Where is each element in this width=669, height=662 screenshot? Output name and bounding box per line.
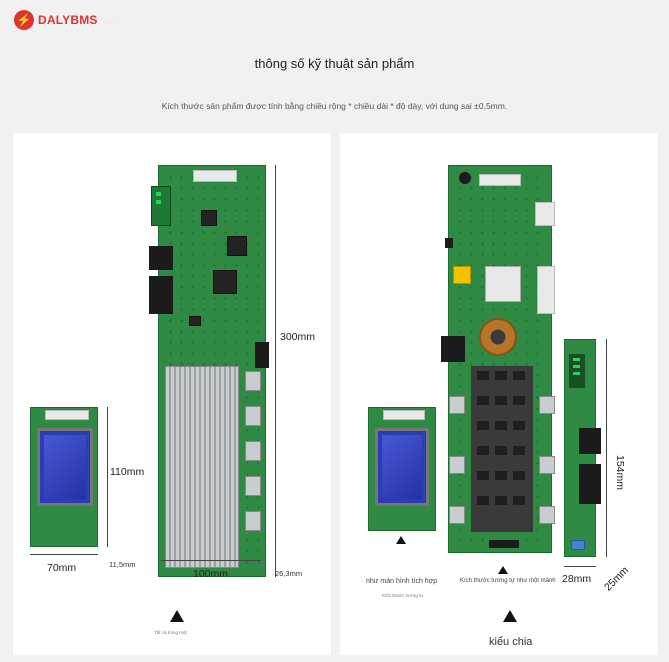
split-bms-board-image (441, 165, 555, 553)
lcd-caption: như màn hình tích hợp (366, 578, 438, 585)
lcd-marker-icon (396, 536, 406, 544)
lcd-width-label: 70mm (47, 562, 77, 574)
lcd-subcaption: Kích thước tương tự (382, 593, 424, 598)
brand-faint: ... (105, 14, 115, 26)
split-lcd-image (368, 407, 436, 531)
board-marker-icon (498, 566, 508, 574)
board-caption: Kích thước tương tự như một mảnh (460, 578, 556, 584)
page-title: thông số kỹ thuật sản phẩm (254, 56, 415, 71)
lcd-height-label: 110mm (110, 466, 145, 478)
board-thickness-label: 26,3mm (275, 569, 303, 578)
bms-board-image (149, 165, 269, 577)
split-style-label: kiểu chia (489, 636, 533, 648)
board-height-label: 300mm (280, 331, 316, 343)
board-width-label: 100mm (193, 568, 229, 580)
dimension-note: Kích thước sản phẩm được tính bằng chiều… (161, 101, 508, 111)
all-in-one-panel: 300mm 110mm 70mm 11,5mm 100mm 26,3mm Tất… (13, 133, 331, 655)
all-in-one-marker-icon (170, 610, 184, 622)
split-style-panel: 154mm 28mm 25mm như màn hình tích hợp Kí… (340, 133, 658, 655)
brand-name: DALYBMS (38, 13, 98, 27)
module-thickness-label: 25mm (602, 564, 632, 594)
lcd-thickness-label: 11,5mm (109, 560, 136, 569)
lightning-logo-icon: ⚡ (14, 10, 34, 30)
side-module-image (564, 339, 601, 557)
brand-logo[interactable]: ⚡ DALYBMS ... (14, 10, 115, 30)
lcd-display-image (30, 407, 98, 547)
split-marker-icon (503, 610, 517, 622)
all-in-one-caption: Tất cả trong một (154, 630, 187, 635)
module-height-label: 154mm (614, 455, 626, 491)
module-width-label: 28mm (562, 573, 592, 585)
